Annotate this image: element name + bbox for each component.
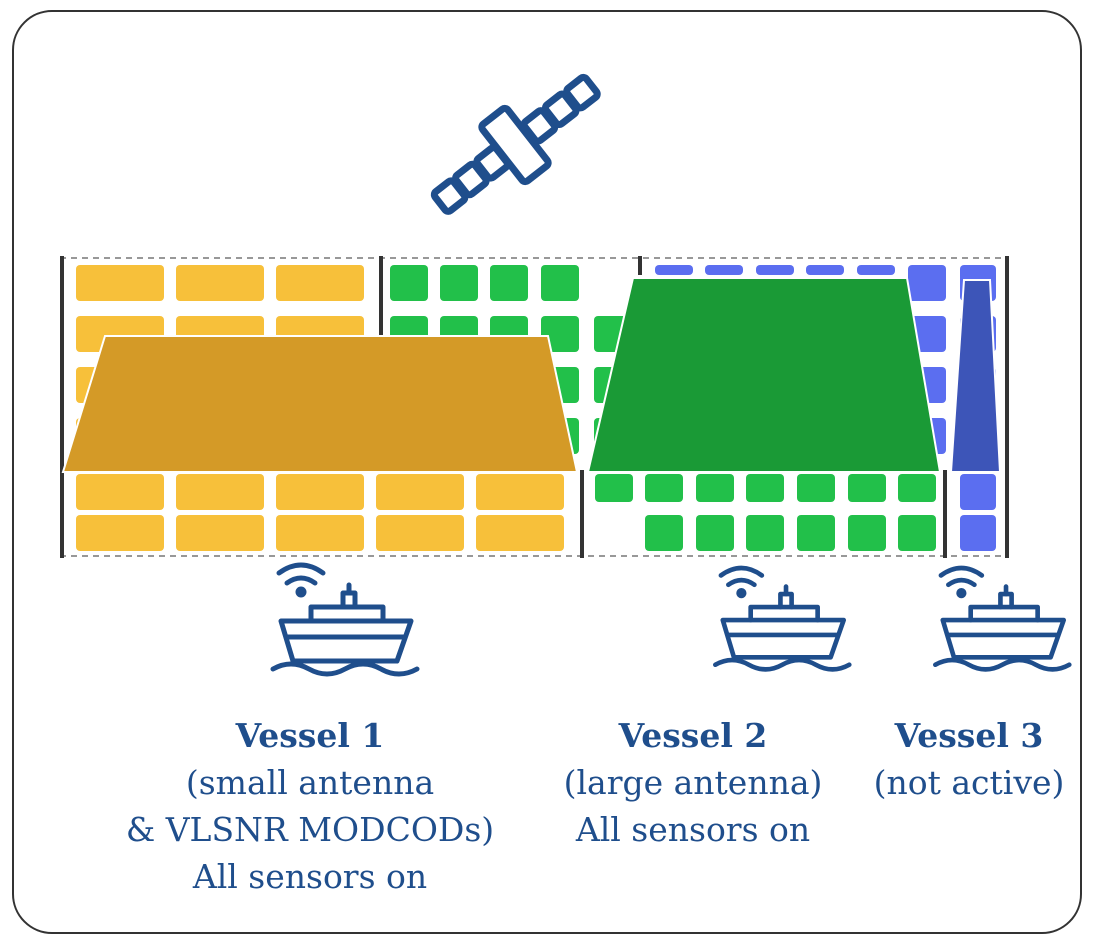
vessel-2-line-1: (large antenna) xyxy=(563,763,823,802)
vessel-1-line-1: (small antenna xyxy=(185,763,435,802)
vessel-3-beam xyxy=(949,279,1002,473)
ship-icon xyxy=(713,584,852,672)
beam-tile xyxy=(76,474,164,510)
vessel-3-label: Vessel 3 (not active) xyxy=(858,712,1080,806)
vessel-1-line-2: & VLSNR MODCODs) xyxy=(125,810,495,849)
beam-tile xyxy=(746,515,784,551)
vessel-2-title: Vessel 2 xyxy=(618,716,768,755)
ship-icon xyxy=(933,584,1072,672)
beam-tile xyxy=(276,265,364,301)
beam-tile xyxy=(756,265,794,275)
beam-tile xyxy=(806,265,844,275)
vessel-1-beam xyxy=(61,335,579,473)
beam-tile xyxy=(908,265,946,301)
beam-tile xyxy=(490,265,528,301)
beam-tile xyxy=(655,265,693,275)
beam-tile xyxy=(696,515,734,551)
vessel-1-label: Vessel 1 (small antenna & VLSNR MODCODs)… xyxy=(100,712,520,900)
vessel-1-icon-group xyxy=(270,562,420,677)
beam-tile xyxy=(376,474,464,510)
grid-separators xyxy=(60,257,1008,557)
beam-tile xyxy=(476,515,564,551)
vessel-3-icon-group xyxy=(933,565,1072,672)
vessel-1-title: Vessel 1 xyxy=(235,716,385,755)
beam-tile xyxy=(595,474,633,502)
beam-tile xyxy=(960,474,996,510)
vessel-2-beam xyxy=(586,277,942,473)
vessel-2-icon-group xyxy=(713,565,852,672)
beam-tile xyxy=(848,474,886,502)
beam-tile xyxy=(276,515,364,551)
beam-tile xyxy=(705,265,743,275)
beam-tile xyxy=(898,515,936,551)
beam-tile xyxy=(390,265,428,301)
beam-tile xyxy=(476,474,564,510)
beam-tile xyxy=(176,474,264,510)
vessel-3-title: Vessel 3 xyxy=(894,716,1044,755)
beam-tile xyxy=(541,265,579,301)
beam-tile xyxy=(848,515,886,551)
satellite-icon xyxy=(430,73,601,215)
beam-tile xyxy=(857,265,895,275)
beam-tile xyxy=(76,515,164,551)
beam-tile xyxy=(76,265,164,301)
beam-tile xyxy=(696,474,734,502)
vessel-3-line-1: (not active) xyxy=(873,763,1065,802)
beam-tile xyxy=(176,265,264,301)
beam-tile xyxy=(960,515,996,551)
vessel-2-line-2: All sensors on xyxy=(575,810,811,849)
vessel-1-line-3: All sensors on xyxy=(192,857,428,896)
wifi-signal-icon xyxy=(276,562,326,598)
wifi-signal-icon xyxy=(938,565,985,599)
beam-tile xyxy=(898,474,936,502)
beam-tile xyxy=(746,474,784,502)
beam-tile xyxy=(276,474,364,510)
beam-tile xyxy=(645,474,683,502)
beam-tile xyxy=(440,265,478,301)
beam-tile xyxy=(797,515,835,551)
ship-icon xyxy=(270,582,420,677)
grid-dividers xyxy=(60,256,1009,558)
beam-tile xyxy=(376,515,464,551)
beam-tile xyxy=(797,474,835,502)
beam-tile xyxy=(645,515,683,551)
beam-tile xyxy=(176,515,264,551)
vessel-2-label: Vessel 2 (large antenna) All sensors on xyxy=(540,712,846,853)
wifi-signal-icon xyxy=(718,565,765,599)
